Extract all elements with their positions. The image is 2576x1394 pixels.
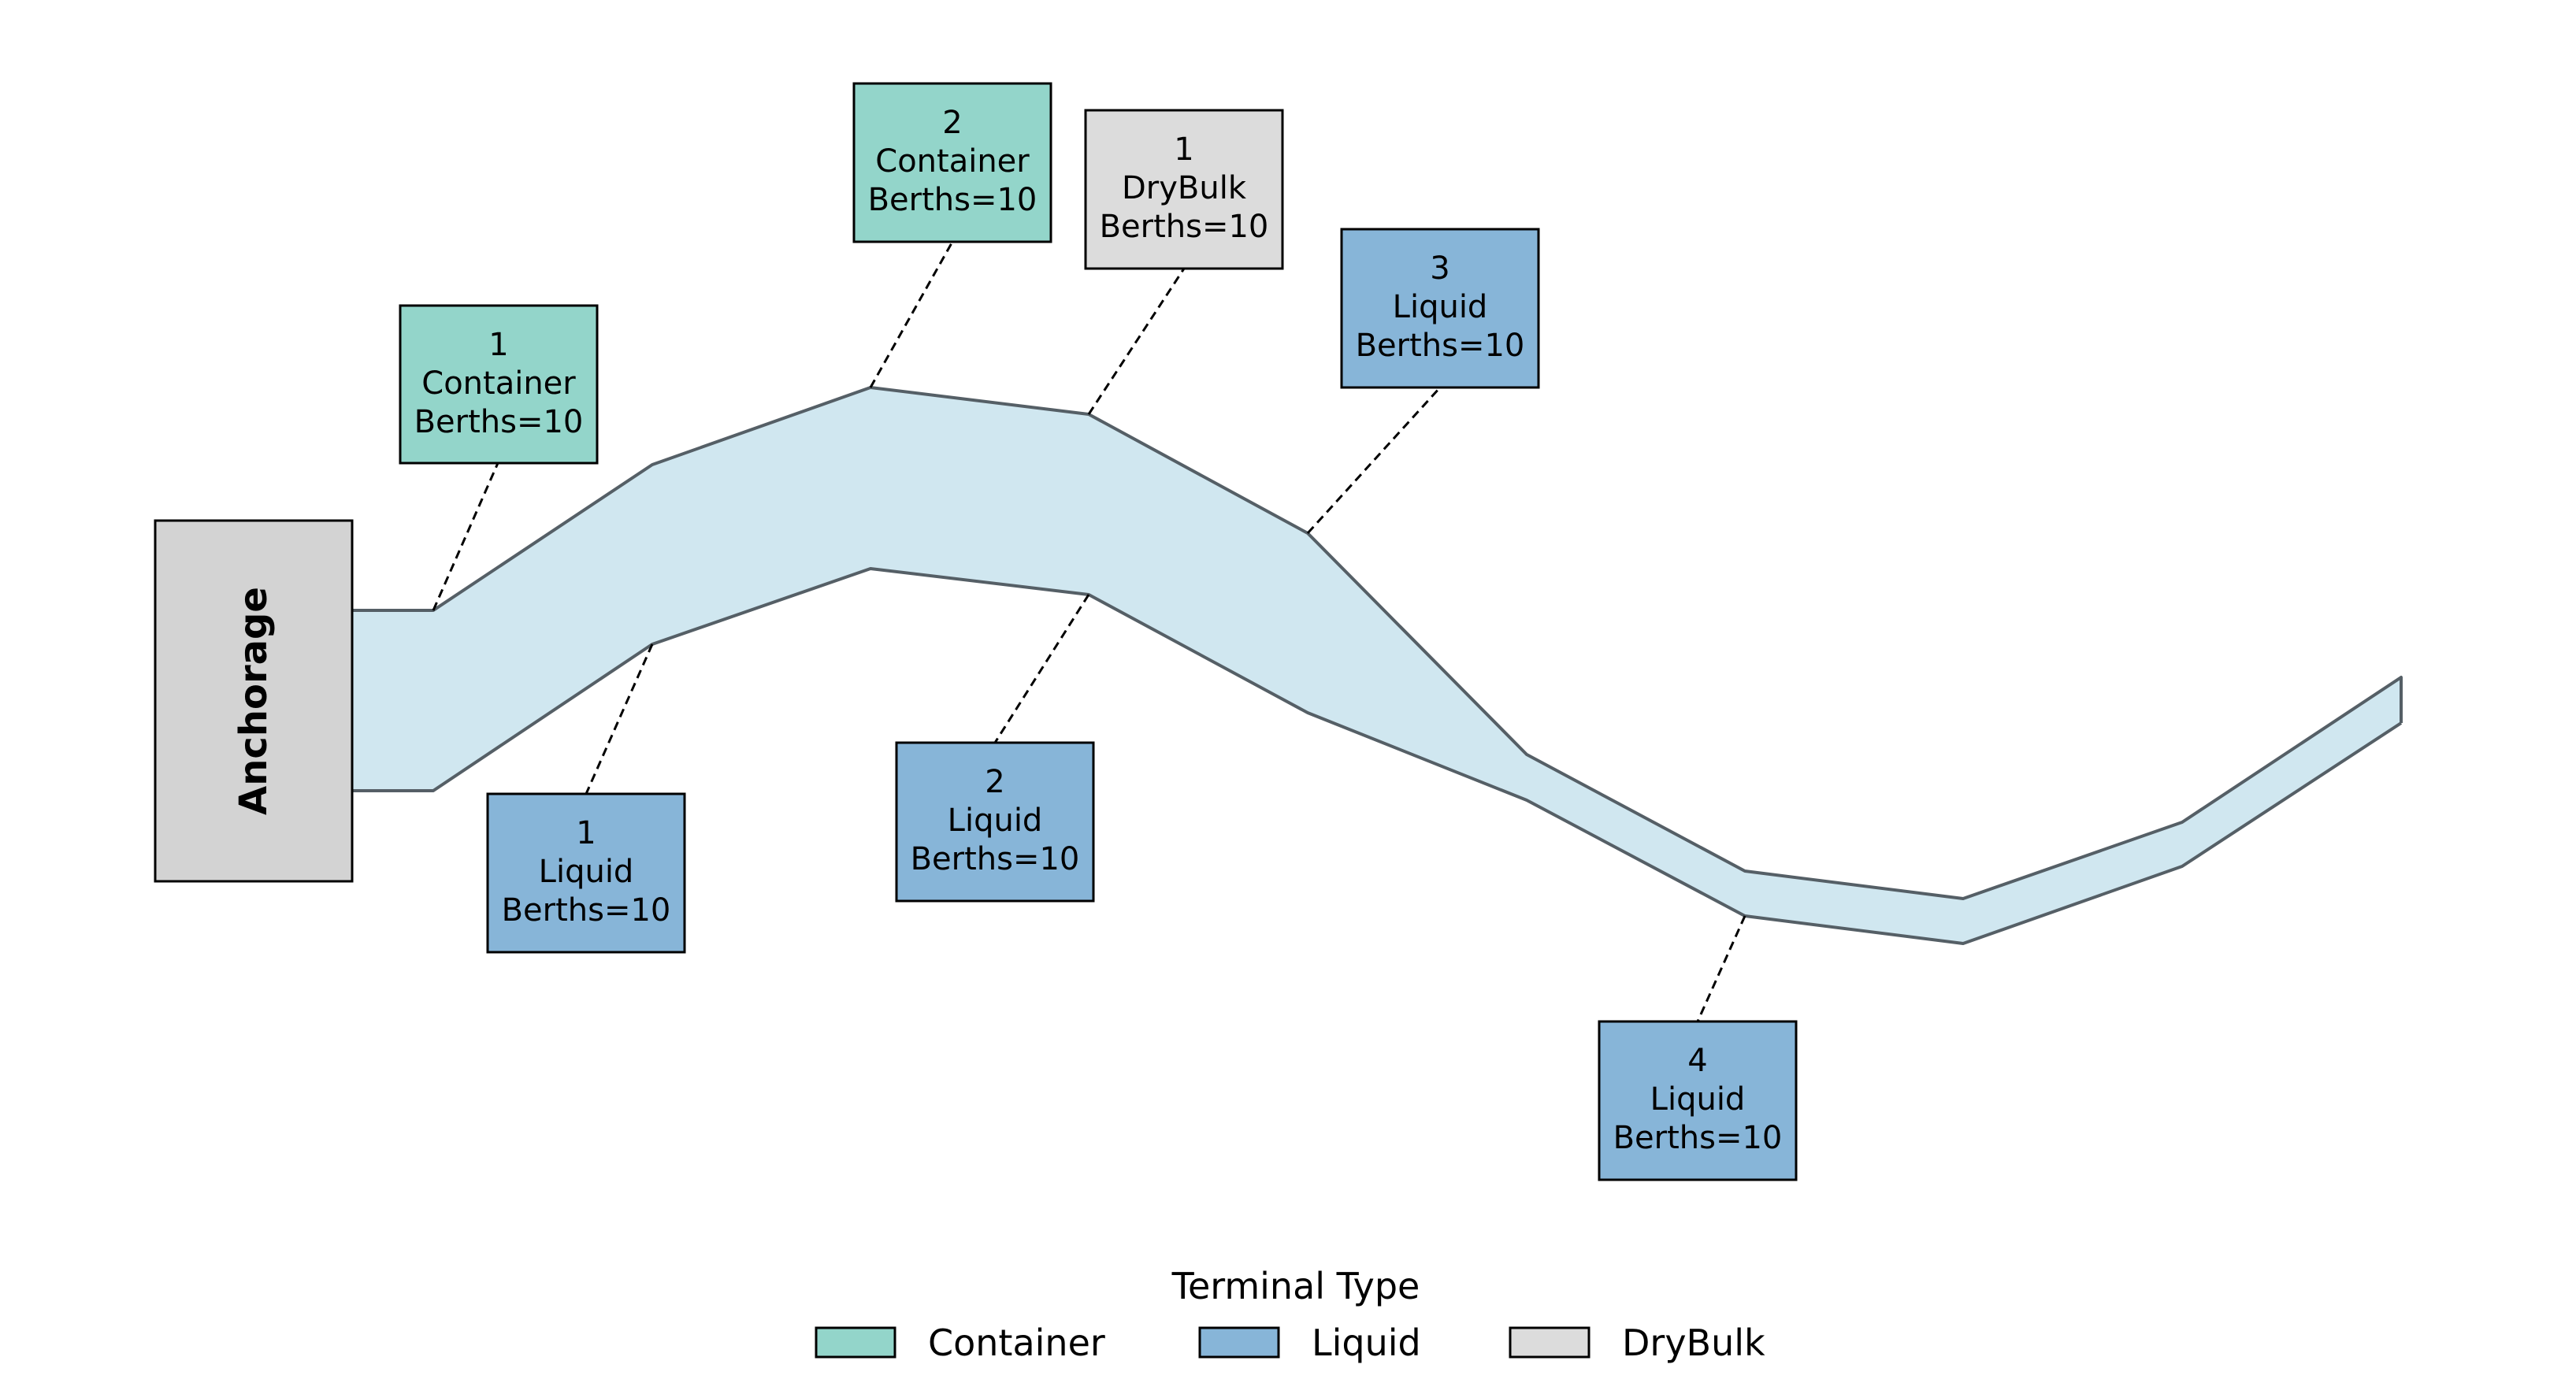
legend-swatch-liquid bbox=[1198, 1326, 1280, 1359]
terminal-type: DryBulk bbox=[1122, 170, 1247, 206]
navigation-channel bbox=[353, 386, 2403, 945]
anchorage-box bbox=[154, 519, 354, 883]
terminal-type: Liquid bbox=[948, 803, 1043, 839]
connector-drybulk-1 bbox=[1087, 268, 1186, 415]
channel-fill bbox=[353, 387, 2401, 944]
terminal-berths: Berths=10 bbox=[414, 404, 584, 440]
terminal-box bbox=[895, 741, 1095, 903]
terminal-liquid-4: 4 Liquid Berths=10 bbox=[1598, 1020, 1798, 1181]
terminal-id: 4 bbox=[1687, 1043, 1707, 1079]
terminal-type: Container bbox=[421, 365, 576, 402]
connector-container-1 bbox=[432, 462, 499, 611]
connector-container-2 bbox=[869, 241, 954, 388]
terminal-type: Liquid bbox=[539, 854, 634, 890]
legend: Terminal Type Container Liquid DryBulk bbox=[815, 1265, 1765, 1364]
terminal-box bbox=[486, 792, 686, 954]
terminal-berths: Berths=10 bbox=[911, 841, 1080, 877]
legend-label-liquid: Liquid bbox=[1312, 1322, 1421, 1364]
terminal-box bbox=[399, 304, 599, 465]
channel-upper-bank bbox=[353, 386, 2403, 900]
terminal-type: Liquid bbox=[1650, 1081, 1746, 1118]
terminal-connectors bbox=[432, 241, 1746, 1022]
connector-liquid-3 bbox=[1306, 386, 1442, 535]
terminal-liquid-3: 3 Liquid Berths=10 bbox=[1340, 228, 1540, 389]
terminal-box bbox=[1598, 1020, 1798, 1181]
terminal-container-2: 2 Container Berths=10 bbox=[852, 82, 1052, 243]
terminal-berths: Berths=10 bbox=[502, 892, 671, 929]
terminal-box bbox=[1084, 109, 1284, 270]
anchorage-label: Anchorage bbox=[232, 587, 276, 815]
terminal-id: 1 bbox=[576, 815, 596, 851]
terminal-id: 2 bbox=[985, 764, 1004, 800]
terminal-id: 2 bbox=[942, 105, 962, 141]
terminal-type: Liquid bbox=[1393, 289, 1488, 325]
terminal-box bbox=[1340, 228, 1540, 389]
terminal-berths: Berths=10 bbox=[1613, 1120, 1783, 1156]
terminal-type: Container bbox=[875, 143, 1030, 180]
connector-liquid-4 bbox=[1696, 915, 1746, 1022]
anchorage: Anchorage bbox=[154, 519, 354, 883]
legend-label-container: Container bbox=[928, 1322, 1105, 1364]
legend-swatch-container bbox=[815, 1326, 896, 1359]
connector-liquid-2 bbox=[993, 594, 1090, 743]
terminal-liquid-1: 1 Liquid Berths=10 bbox=[486, 792, 686, 954]
terminal-id: 1 bbox=[1174, 132, 1193, 168]
terminal-liquid-2: 2 Liquid Berths=10 bbox=[895, 741, 1095, 903]
channel-lower-bank bbox=[353, 567, 2403, 945]
legend-label-drybulk: DryBulk bbox=[1622, 1322, 1765, 1364]
terminal-container-1: 1 Container Berths=10 bbox=[399, 304, 599, 465]
terminal-berths: Berths=10 bbox=[1356, 328, 1525, 364]
terminal-id: 1 bbox=[488, 327, 508, 363]
terminal-berths: Berths=10 bbox=[868, 182, 1037, 218]
terminal-id: 3 bbox=[1430, 250, 1449, 287]
terminal-drybulk-1: 1 DryBulk Berths=10 bbox=[1084, 109, 1284, 270]
terminal-box bbox=[852, 82, 1052, 243]
legend-title: Terminal Type bbox=[1171, 1265, 1420, 1307]
legend-swatch-drybulk bbox=[1509, 1326, 1591, 1359]
terminal-berths: Berths=10 bbox=[1100, 209, 1269, 245]
